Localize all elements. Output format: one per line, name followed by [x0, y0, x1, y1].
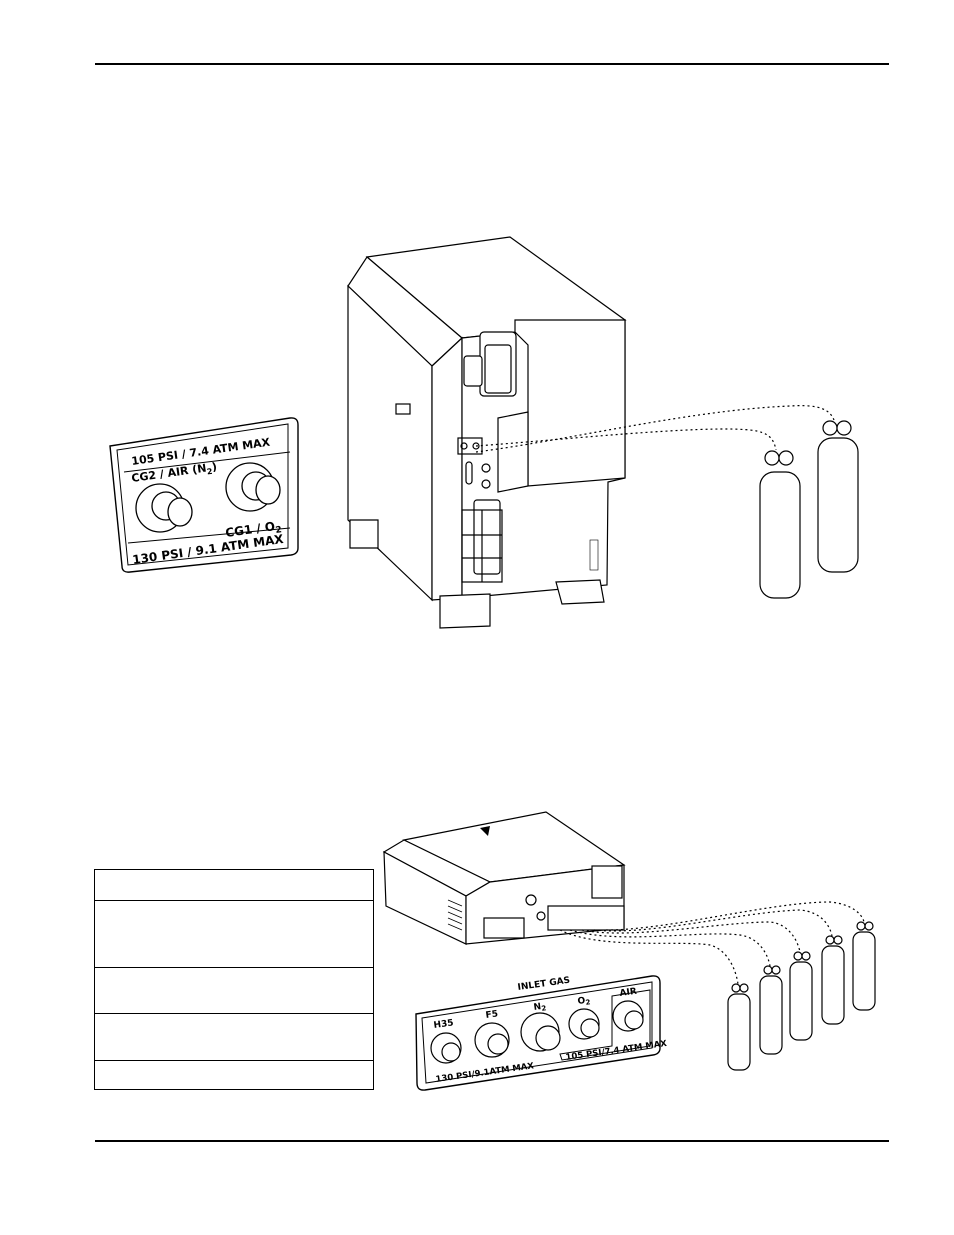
connection-table	[94, 869, 374, 1090]
gas-cylinder-illustration	[759, 420, 859, 599]
table-row	[94, 1013, 374, 1061]
console-unit-illustration	[382, 811, 626, 945]
svg-text:CG1 / O2: CG1 / O2	[224, 518, 282, 543]
table-cell	[94, 1013, 374, 1061]
table-row	[94, 1060, 374, 1090]
gas-cylinder-illustration	[727, 921, 876, 1071]
console-unit-illustration	[347, 236, 627, 629]
svg-text:O2: O2	[577, 995, 591, 1008]
fitting-label-n2: N	[533, 1002, 542, 1013]
gas-hose-line	[475, 428, 777, 451]
table-cell	[94, 869, 374, 901]
header-rule	[95, 63, 889, 65]
fitting-label-f5: F5	[485, 1009, 499, 1021]
table-row	[94, 869, 374, 901]
figure-gas-console-upright: 105 PSI / 7.4 ATM MAX CG2 / AIR (N2) CG1…	[109, 236, 859, 629]
fitting-label-h35: H35	[433, 1018, 454, 1031]
table-cell	[94, 967, 374, 1014]
svg-text:N2: N2	[533, 1001, 547, 1014]
figure-gas-console-benchtop: INLET GAS H35 F5 N2 O2 AIR 130 PSI/9.1AT…	[382, 811, 876, 1091]
gas-hose-line	[559, 901, 865, 985]
gas-hose-line	[475, 405, 835, 453]
fitting-label-o2: O	[577, 996, 586, 1007]
footer-rule	[95, 1140, 889, 1142]
table-cell	[94, 900, 374, 968]
inlet-gas-label: INLET GAS H35 F5 N2 O2 AIR 130 PSI/9.1AT…	[415, 975, 668, 1091]
table-row	[94, 900, 374, 968]
inlet-fitting-label: 105 PSI / 7.4 ATM MAX CG2 / AIR (N2) CG1…	[109, 417, 299, 573]
table-row	[94, 967, 374, 1014]
fitting-label-air: AIR	[619, 987, 638, 999]
table-cell	[94, 1060, 374, 1090]
label-line-3: CG1 / O	[224, 519, 275, 540]
